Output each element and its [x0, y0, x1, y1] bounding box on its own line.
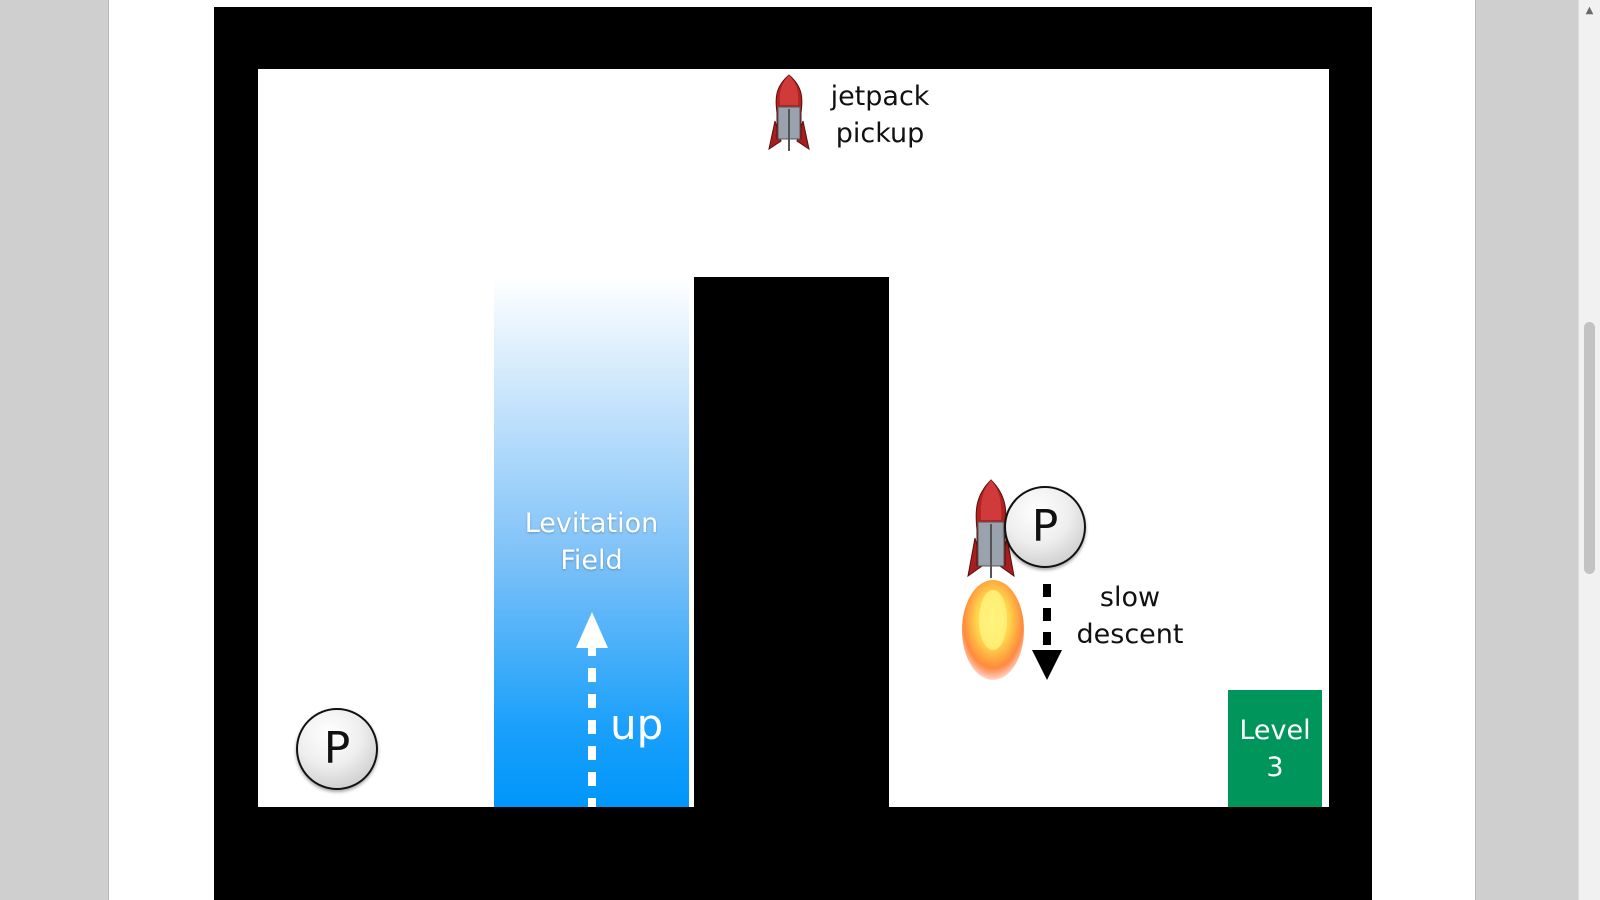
- vertical-scrollbar[interactable]: ▲: [1578, 0, 1600, 900]
- levitation-label-line-2: Field: [560, 545, 623, 576]
- jetpack-label-line-1: jetpack: [830, 81, 930, 112]
- center-pillar: [694, 277, 889, 807]
- levitation-label-line-1: Levitation: [524, 508, 659, 539]
- level-exit-label: Level 3: [1228, 712, 1322, 786]
- scrollbar-thumb[interactable]: [1584, 322, 1595, 574]
- jetpack-pickup-label: jetpack pickup: [815, 78, 945, 152]
- dashed-arrow-up-icon: [576, 612, 608, 807]
- up-label: up: [610, 700, 664, 749]
- levitation-field-label: Levitation Field: [494, 505, 689, 579]
- dashed-arrow-down-icon: [1032, 584, 1062, 680]
- slow-label-line-2: descent: [1076, 619, 1184, 650]
- floor: [258, 807, 1329, 900]
- scroll-up-arrow-icon[interactable]: ▲: [1585, 5, 1594, 16]
- level-exit: [1228, 690, 1322, 807]
- exit-label-line-1: Level: [1239, 715, 1311, 746]
- rocket-icon: [967, 479, 1015, 578]
- jetpack-label-line-2: pickup: [835, 118, 925, 149]
- exit-label-line-2: 3: [1266, 752, 1284, 783]
- levitation-field: [494, 277, 689, 807]
- flame-icon: [962, 580, 1024, 680]
- slow-descent-label: slow descent: [1065, 579, 1195, 653]
- player-start: P: [296, 708, 378, 790]
- slow-label-line-1: slow: [1099, 582, 1161, 613]
- rocket-icon: [768, 74, 810, 151]
- player-jetpack: P: [1004, 486, 1086, 568]
